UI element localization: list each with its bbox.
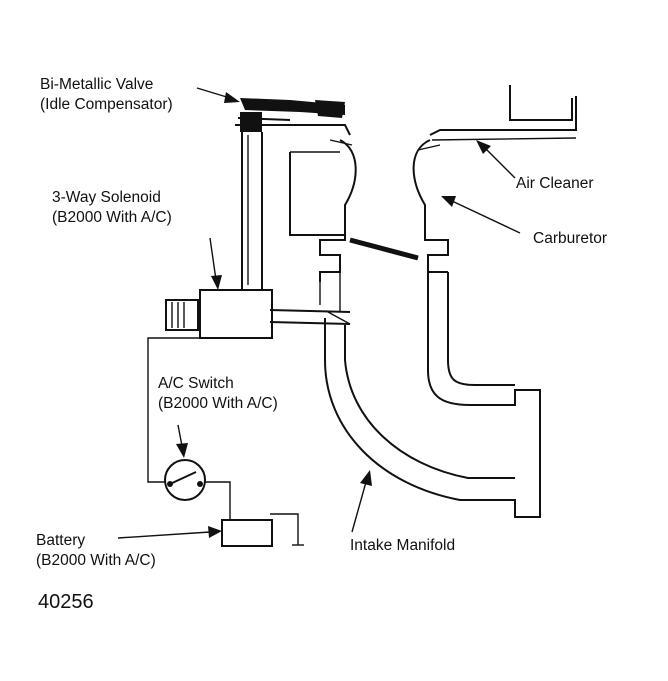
air-cleaner-label: Air Cleaner xyxy=(516,175,594,192)
solenoid-model-label: (B2000 With A/C) xyxy=(52,209,172,226)
battery xyxy=(221,519,273,547)
battery-label: Battery xyxy=(36,532,85,549)
ac-switch-model-label: (B2000 With A/C) xyxy=(158,395,278,412)
solenoid-label: 3-Way Solenoid xyxy=(52,189,161,206)
figure-number: 40256 xyxy=(38,591,94,613)
carburetor-label: Carburetor xyxy=(533,230,607,247)
solenoid-vacuum-hose xyxy=(269,309,351,325)
battery-model-label: (B2000 With A/C) xyxy=(36,552,156,569)
intake-manifold-label: Intake Manifold xyxy=(350,537,455,554)
bimetallic-valve-label: Bi-Metallic Valve xyxy=(40,76,153,93)
carburetor-body xyxy=(289,139,449,282)
intake-manifold xyxy=(319,272,541,518)
wiring xyxy=(147,337,304,546)
throttle-shaft xyxy=(349,237,419,261)
ac-switch xyxy=(164,459,206,501)
leader-arrows xyxy=(117,87,521,539)
bimetallic-valve xyxy=(235,98,351,290)
three-way-solenoid xyxy=(165,289,273,339)
ac-switch-label: A/C Switch xyxy=(158,375,234,392)
idle-compensator-label: (Idle Compensator) xyxy=(40,96,173,113)
air-cleaner-housing xyxy=(429,85,577,141)
